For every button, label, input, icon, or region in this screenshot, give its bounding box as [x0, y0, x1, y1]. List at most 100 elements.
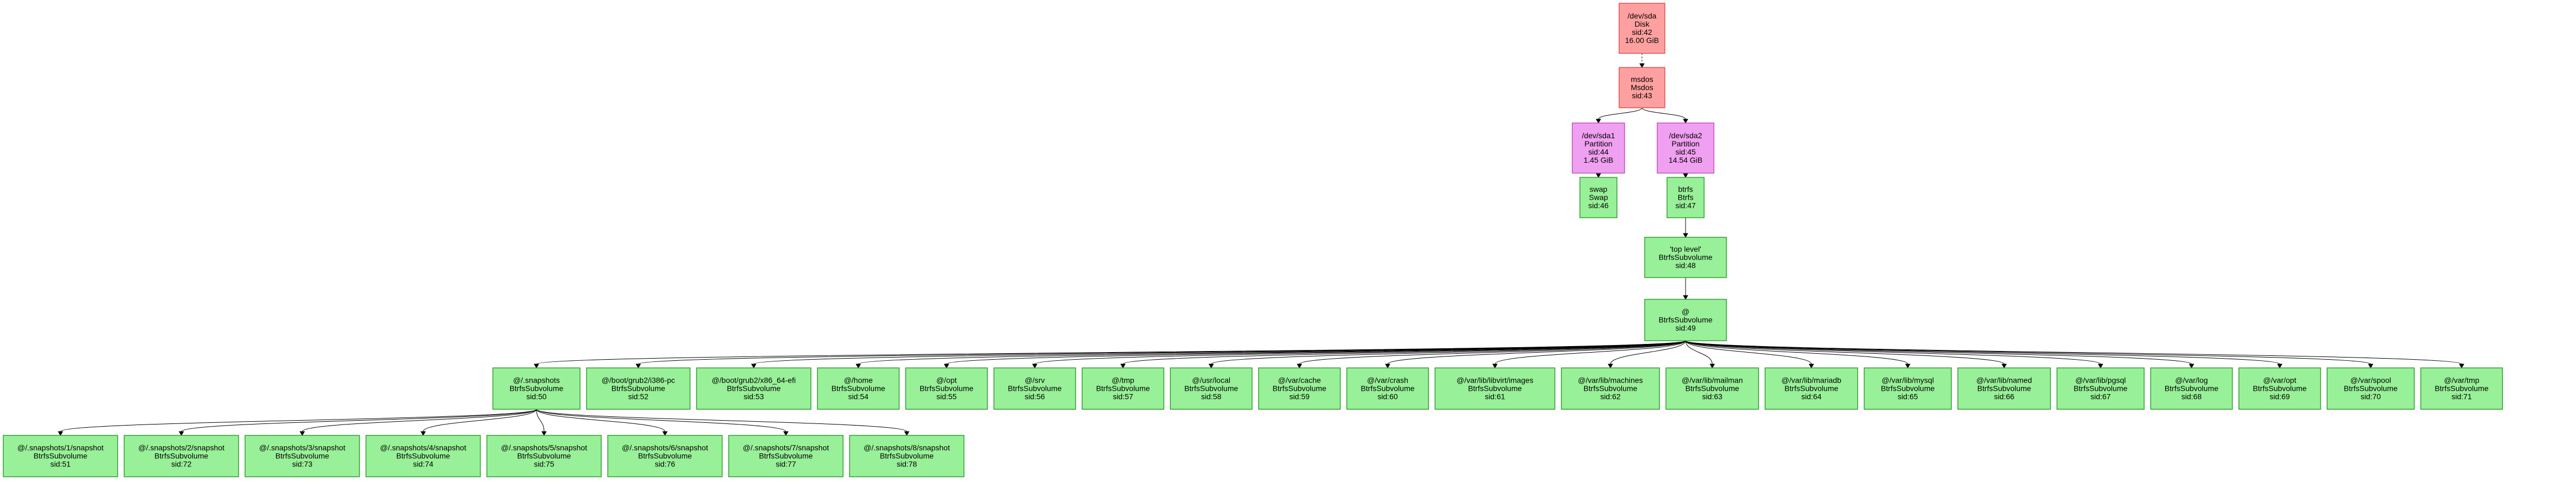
node-label-machines-2: sid:62	[1600, 392, 1621, 401]
node-label-toplevel-0: 'top level'	[1670, 245, 1701, 254]
edge-at-to-machines	[1610, 340, 1686, 365]
node-label-sda-1: Disk	[1634, 20, 1650, 28]
edge-at-to-srv	[1034, 340, 1686, 365]
edge-snapshots-to-snap2	[181, 409, 537, 432]
edge-at-to-vartmp	[1685, 340, 2462, 365]
node-label-swap-1: Swap	[1589, 193, 1608, 202]
node-label-varcrash-0: @/var/crash	[1367, 376, 1408, 385]
node-snap1[interactable]: @/.snapshots/1/snapshotBtrfsSubvolumesid…	[3, 435, 118, 477]
node-snap8[interactable]: @/.snapshots/8/snapshotBtrfsSubvolumesid…	[849, 435, 965, 477]
arrowhead-snapshots-to-snap7	[783, 431, 789, 436]
node-label-snap8-2: sid:78	[896, 460, 917, 469]
node-label-varcrash-2: sid:60	[1377, 392, 1398, 401]
edge-at-to-i386	[638, 340, 1686, 365]
node-snap5[interactable]: @/.snapshots/5/snapshotBtrfsSubvolumesid…	[486, 435, 602, 477]
arrowhead-snapshots-to-snap6	[662, 431, 668, 436]
node-libvirt[interactable]: @/var/lib/libvirt/imagesBtrfsSubvolumesi…	[1434, 367, 1555, 410]
edge-snapshots-to-snap1	[60, 409, 537, 432]
node-label-sda1-1: Partition	[1584, 139, 1612, 148]
node-label-msdos-1: Msdos	[1631, 83, 1653, 92]
node-label-snap7-0: @/.snapshots/7/snapshot	[743, 444, 829, 452]
node-box-machines	[1561, 367, 1660, 410]
node-label-x86-0: @/boot/grub2/x86_64-efi	[712, 376, 796, 385]
node-snap4[interactable]: @/.snapshots/4/snapshotBtrfsSubvolumesid…	[365, 435, 481, 477]
node-label-mailman-1: BtrfsSubvolume	[1686, 384, 1739, 393]
node-box-msdos	[1619, 67, 1665, 108]
node-label-btrfs-0: btrfs	[1678, 185, 1693, 194]
edge-at-to-opt	[946, 340, 1686, 365]
node-x86[interactable]: @/boot/grub2/x86_64-efiBtrfsSubvolumesid…	[696, 367, 811, 410]
node-snap6[interactable]: @/.snapshots/6/snapshotBtrfsSubvolumesid…	[607, 435, 723, 477]
node-label-btrfs-2: sid:47	[1675, 201, 1696, 210]
node-label-sda2-0: /dev/sda2	[1669, 131, 1702, 140]
node-label-libvirt-0: @/var/lib/libvirt/images	[1456, 376, 1533, 385]
node-label-srv-0: @/srv	[1025, 376, 1045, 385]
node-box-vartmp	[2420, 367, 2503, 410]
node-label-usrlocal-0: @/usr/local	[1192, 376, 1230, 385]
node-snap3[interactable]: @/.snapshots/3/snapshotBtrfsSubvolumesid…	[245, 435, 360, 477]
arrowhead-at-to-mailman	[1710, 364, 1715, 369]
node-label-snap1-0: @/.snapshots/1/snapshot	[17, 444, 103, 452]
node-label-sda-3: 16.00 GiB	[1625, 36, 1659, 45]
node-label-snapshots-1: BtrfsSubvolume	[510, 384, 564, 393]
node-label-varspool-2: sid:70	[2360, 392, 2381, 401]
edge-snapshots-to-snap3	[302, 409, 537, 432]
node-label-srv-1: BtrfsSubvolume	[1008, 384, 1062, 393]
node-label-home-2: sid:54	[848, 392, 869, 401]
node-snap7[interactable]: @/.snapshots/7/snapshotBtrfsSubvolumesid…	[728, 435, 844, 477]
node-label-swap-0: swap	[1590, 185, 1608, 194]
edge-at-to-mariadb	[1685, 340, 1812, 365]
arrowhead-at-to-mysql	[1905, 364, 1910, 369]
node-snap2[interactable]: @/.snapshots/2/snapshotBtrfsSubvolumesid…	[124, 435, 239, 477]
node-box-snap7	[728, 435, 844, 477]
arrowhead-at-to-machines	[1608, 364, 1613, 369]
node-label-sda2-1: Partition	[1671, 139, 1699, 148]
node-label-toplevel-1: BtrfsSubvolume	[1659, 253, 1713, 262]
node-label-machines-1: BtrfsSubvolume	[1584, 384, 1638, 393]
node-label-varspool-0: @/var/spool	[2351, 376, 2391, 385]
arrowhead-snapshots-to-snap4	[420, 431, 426, 436]
node-label-vartmp-0: @/var/tmp	[2444, 376, 2480, 385]
node-box-at	[1644, 299, 1727, 341]
node-box-sda	[1619, 3, 1665, 54]
node-label-snap2-2: sid:72	[171, 460, 192, 469]
node-label-i386-1: BtrfsSubvolume	[612, 384, 666, 393]
edge-at-to-pgsql	[1685, 340, 2101, 365]
node-label-snap3-0: @/.snapshots/3/snapshot	[259, 444, 345, 452]
node-label-snap4-0: @/.snapshots/4/snapshot	[380, 444, 466, 452]
node-label-mysql-0: @/var/lib/mysql	[1882, 376, 1934, 385]
node-label-pgsql-2: sid:67	[2090, 392, 2111, 401]
node-box-sda2	[1657, 122, 1714, 174]
arrowhead-at-to-libvirt	[1492, 364, 1498, 369]
node-box-toplevel	[1644, 237, 1727, 278]
node-box-mailman	[1665, 367, 1759, 410]
node-box-named	[1957, 367, 2051, 410]
